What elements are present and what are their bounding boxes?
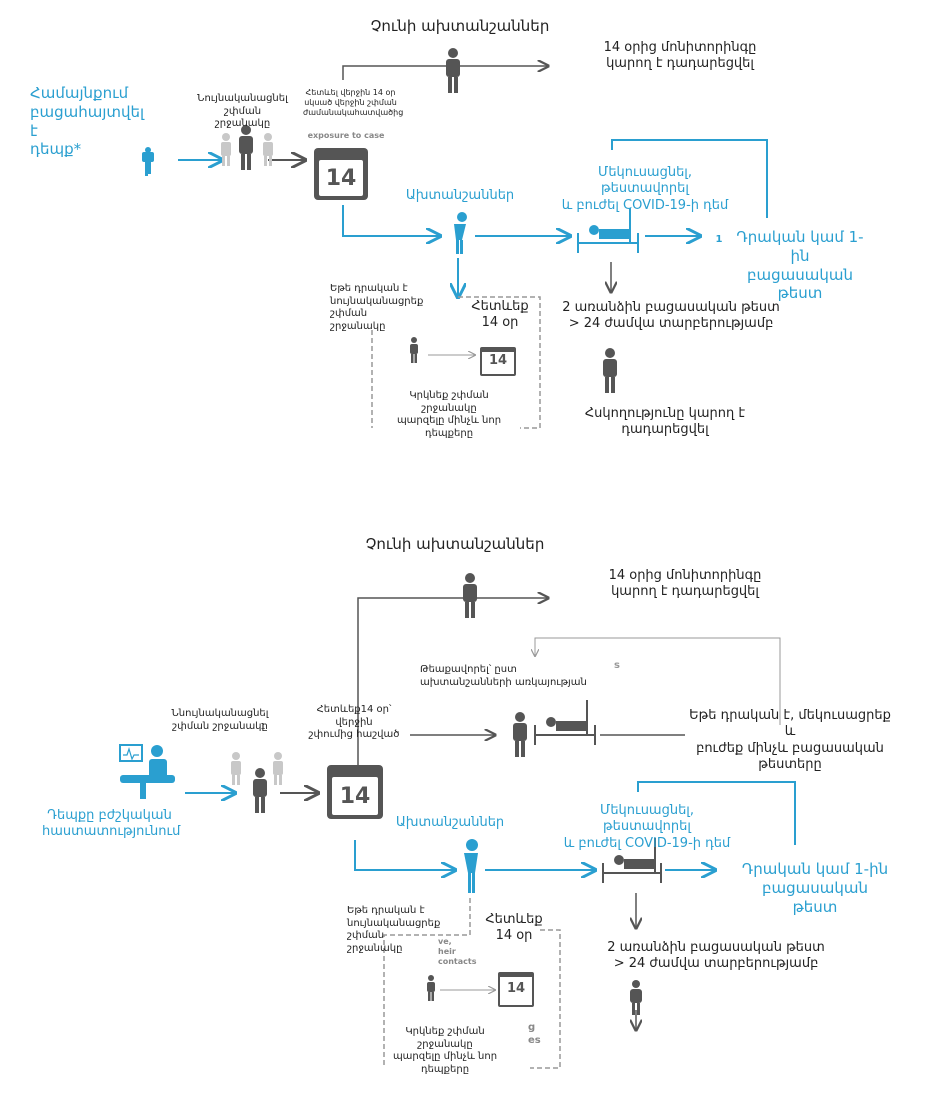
calendar-number: 14 [339,784,371,809]
symptomatic-person-icon [464,839,478,893]
overlap-text: ve, heir contacts [438,937,477,966]
calendar-number: 14 [506,981,526,996]
overlap-text-2: g es [528,1022,541,1046]
footnote-1: 1 [260,722,266,731]
contacts-icon [221,133,273,166]
hospital-bed-icon [534,700,596,745]
person-icon [427,975,435,1001]
calendar-icon: 14 [314,148,368,200]
if-positive-label: Եթե դրական է նույնականացրեք շփման շրջանա… [330,283,424,332]
no-symptoms-title: Չունի ախտանշաններ [365,535,545,553]
calendar-number: 14 [325,166,357,191]
follow-14-label: Հետևեք 14 օր [471,299,529,331]
person-icon [513,712,527,757]
treat-suffix: s [614,660,620,671]
if-positive-label: Եթե դրական է նույնականացրեք շփման շրջանա… [347,905,441,954]
footnote-1: 1 [715,234,723,245]
contacts-icon [231,752,283,785]
medical-facility-icon [119,744,175,799]
person-icon [410,337,418,363]
calendar-number: 14 [488,353,508,368]
if-positive-isolate-label: Եթե դրական է, մեկուսացրեք և բուժեք մինչև… [689,708,891,772]
top-flow-lines [178,66,768,429]
monitoring-stop-label: 14 օրից մոնիտորինգը կարող է դադարեցվել [608,568,762,600]
identify-contacts-label: Նույնականացնել շփման շրջանակը [197,93,288,129]
person-icon [603,348,617,393]
isolate-label: Մեկուսացնել, թեստավորել և բուժել COVID-1… [563,803,731,851]
person-icon [446,48,460,93]
hospital-bed-icon [577,208,639,253]
calendar-icon: 14 [498,972,534,1007]
person-icon [463,573,477,618]
no-symptoms-title: Չունի ախտանշաններ [370,17,550,35]
case-in-medical-label: Դեպքը բժշկական հաստատությունում [42,808,181,840]
calendar-icon: 14 [327,765,383,819]
repeat-contacts-label: Կրկնեք շփման շրջանակը պարզելը մինչև նոր … [392,1026,498,1075]
monitoring-stop-label: 14 օրից մոնիտորինգը կարող է դադարեցվել [603,40,757,72]
observation-stop-label: Հսկողությունը կարող է դադարեցվել [584,406,746,438]
two-negative-label: 2 առանձին բացասական թեստ > 24 ժամվա տարբ… [607,940,825,972]
exposure-label: exposure to case [307,131,385,140]
hospital-bed-icon [602,838,662,883]
isolate-label: Մեկուսացնել, թեստավորել և բուժել COVID-1… [561,165,729,213]
positive-or-negative-label: Դրական կամ 1-ին բացասական թեստ [741,860,889,916]
after-14-days-label: Հետևել վերջին 14 օր սկսած վերջին շփման ժ… [303,88,404,117]
person-icon [253,768,267,813]
identify-contacts-label: Ննույնականացնել շփման շրջանակը [171,708,269,732]
person-icon [239,125,253,170]
repeat-contacts-label: Կրկնեք շփման շրջանակը պարզելը մինչև նոր … [396,390,502,439]
calendar-icon: 14 [480,347,516,376]
positive-or-negative-label: Դրական կամ 1-ին բացասական թեստ [736,228,864,303]
treat-by-symptoms-label: Թեաքավորել՝ ըստ ախտանշանների առկայության [420,664,587,688]
follow-14-label: Հետևեք 14 օր [485,912,543,944]
person-icon [630,980,642,1015]
case-confirmed-label: Համայնքում բացահայտվել է դեպք* [30,84,145,159]
bottom-flow-lines [185,598,796,1069]
case-person-icon [142,147,154,176]
two-negative-label: 2 առանձին բացասական թեստ > 24 ժամվա տարբ… [562,300,780,332]
symptoms-label: Ախտանշաններ [405,188,515,203]
symptomatic-person-icon [454,212,467,254]
after-14-from-contact-label: Հետևեք14 օր՝ վերջին շփումից հաշված [308,704,400,740]
symptoms-label: Ախտանշաններ [395,815,505,830]
